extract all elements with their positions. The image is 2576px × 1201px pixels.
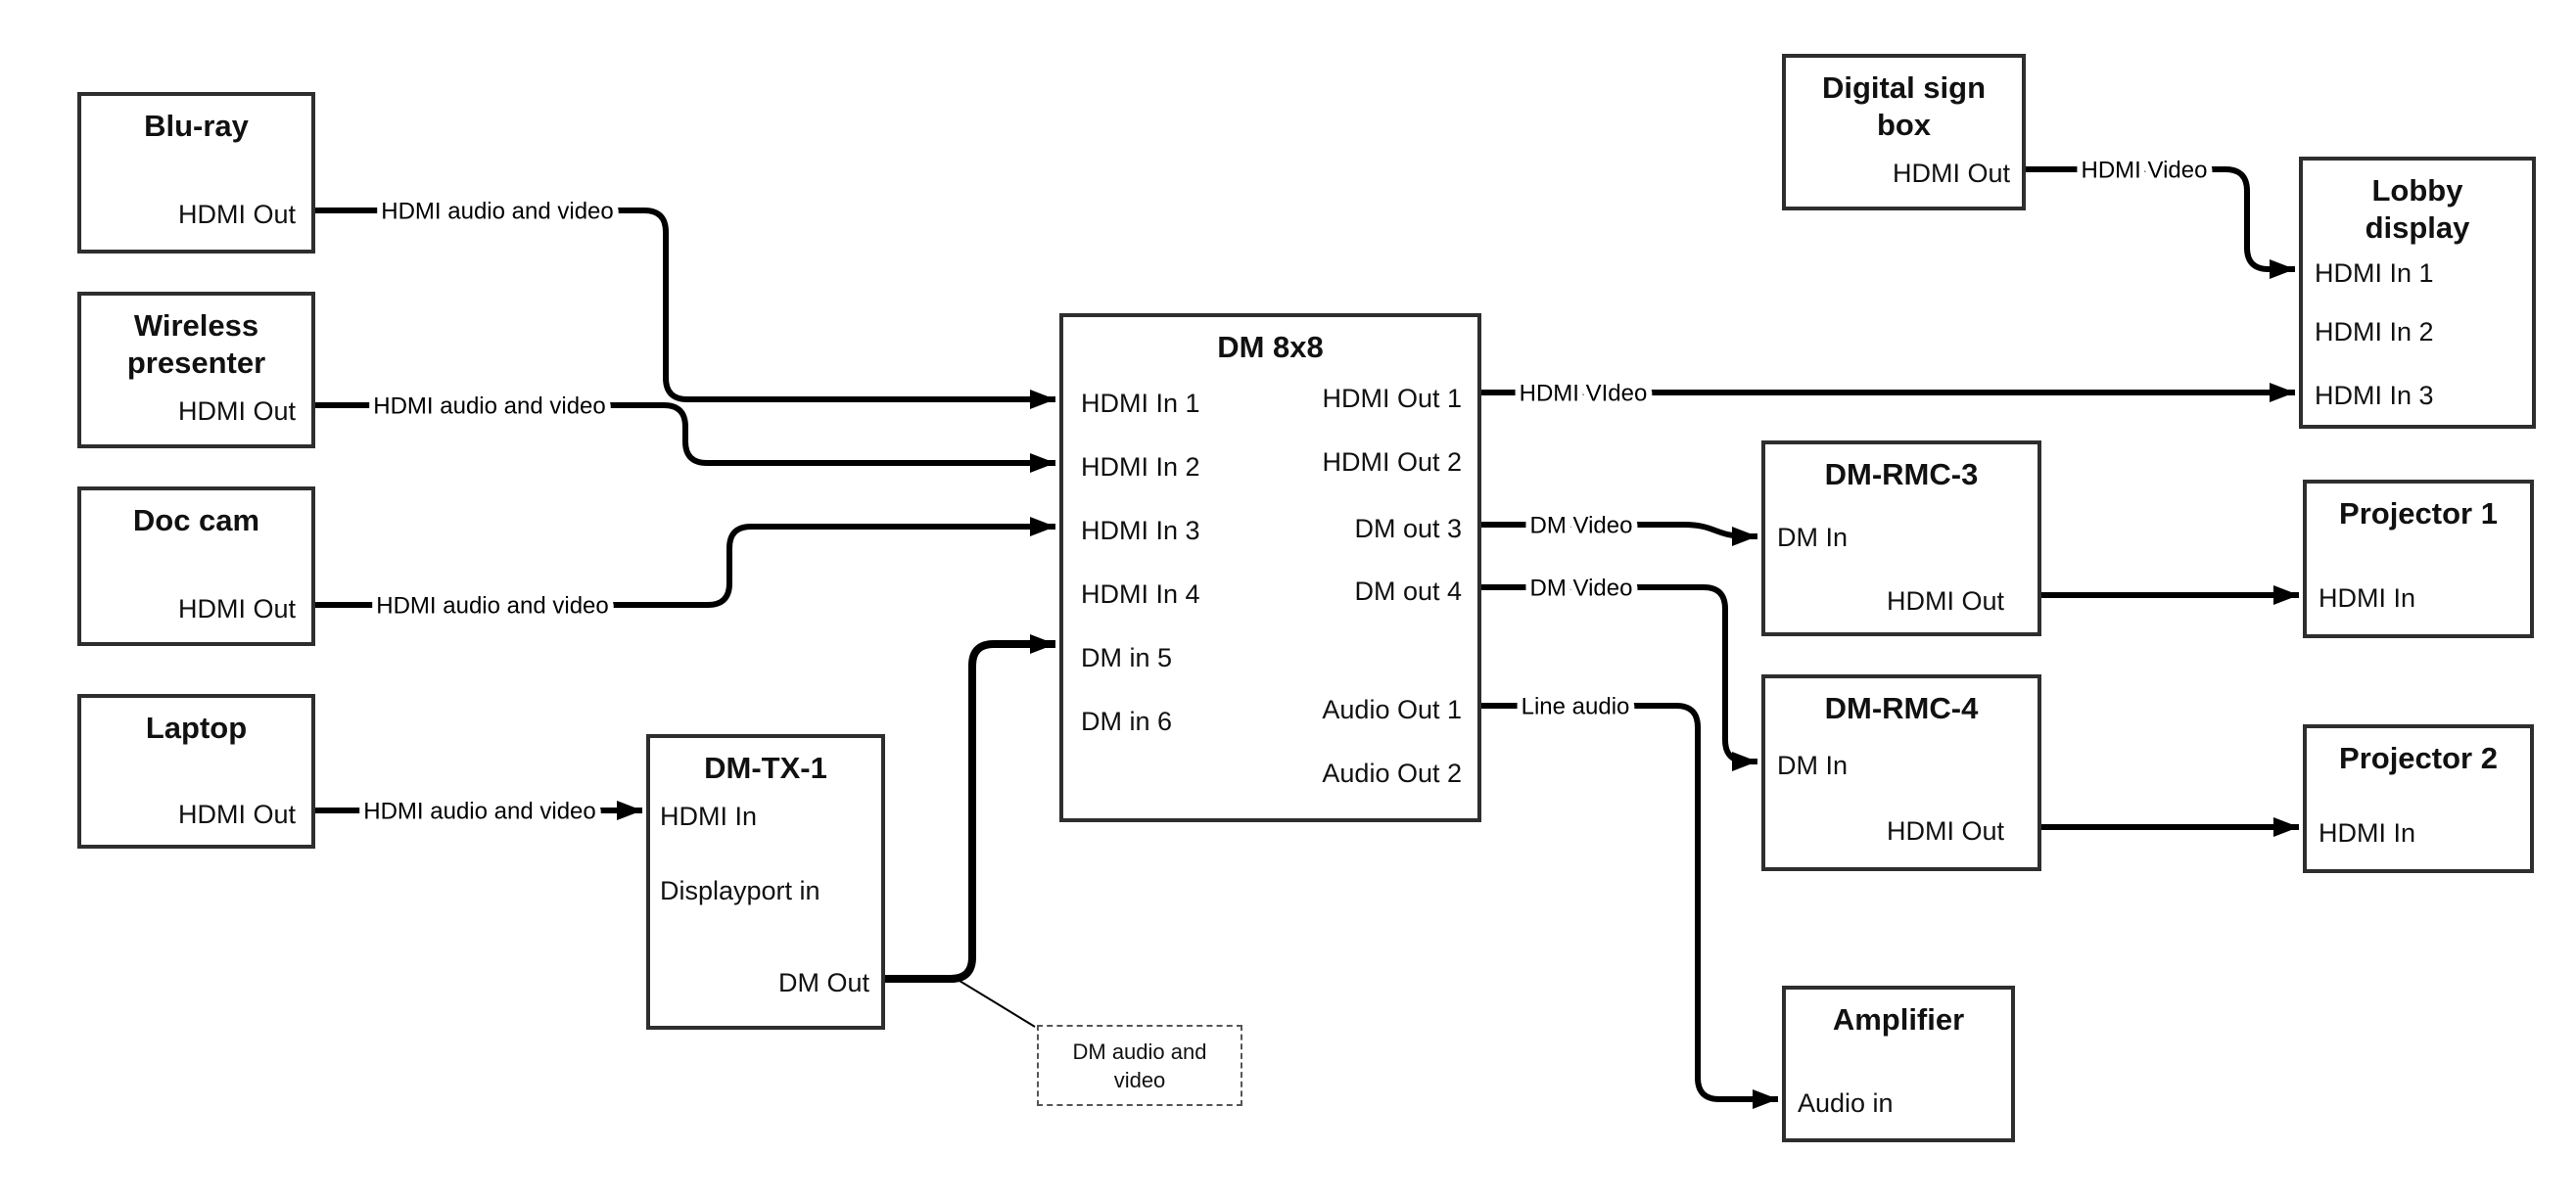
- node-lobby-display: Lobby display HDMI In 1 HDMI In 2 HDMI I…: [2299, 157, 2536, 429]
- edge-wireless-to-dm8x8-in2: [315, 402, 1055, 473]
- edge-label-bluray: HDMI audio and video: [381, 199, 613, 225]
- port-dmtx1-displayport-in: Displayport in: [660, 876, 820, 905]
- port-doc-cam-hdmi-out: HDMI Out: [177, 594, 296, 624]
- port-dm8x8-hdmi-out-1: HDMI Out 1: [1322, 384, 1462, 413]
- edge-label-dm-video-out3: DM Video: [1530, 513, 1633, 539]
- port-digital-sign-hdmi-out: HDMI Out: [1892, 159, 2010, 188]
- node-doc-cam: Doc cam HDMI Out: [77, 486, 315, 646]
- port-rmc4-dm-in: DM In: [1777, 751, 1849, 780]
- edge-label-laptop: HDMI audio and video: [363, 799, 595, 825]
- edge-dmtx1-to-dm8x8-in5: [885, 634, 1055, 983]
- port-dm8x8-hdmi-out-2: HDMI Out 2: [1322, 447, 1462, 477]
- port-amplifier-audio-in: Audio in: [1798, 1088, 1894, 1118]
- edge-label-wireless: HDMI audio and video: [373, 393, 605, 420]
- node-projector-1: Projector 1 HDMI In: [2303, 480, 2534, 638]
- node-wireless-presenter-title: Wireless presenter: [126, 308, 266, 380]
- edge-audioout1-to-amplifier: [1481, 703, 1778, 1109]
- edge-label-doccam: HDMI audio and video: [376, 593, 608, 620]
- node-blu-ray: Blu-ray HDMI Out: [77, 92, 315, 254]
- node-amplifier-title: Amplifier: [1832, 1002, 1965, 1037]
- port-laptop-hdmi-out: HDMI Out: [177, 800, 296, 829]
- node-dm-tx-1-title: DM-TX-1: [704, 751, 827, 785]
- node-dm-rmc-3-title: DM-RMC-3: [1824, 457, 1979, 491]
- port-projector1-hdmi-in: HDMI In: [2318, 583, 2416, 613]
- port-dm8x8-dm-out-4: DM out 4: [1354, 577, 1462, 606]
- port-dm8x8-dm-out-3: DM out 3: [1354, 514, 1462, 543]
- port-dmtx1-dm-out: DM Out: [777, 968, 869, 997]
- edge-bluray-to-dm8x8-in1: [315, 208, 1055, 409]
- edge-digitalsign-to-lobby-in1: [2026, 166, 2295, 279]
- port-dm8x8-hdmi-in-2: HDMI In 2: [1081, 452, 1200, 482]
- node-digital-sign-box-title: Digital sign box: [1821, 70, 1987, 142]
- node-dm-rmc-3: DM-RMC-3 DM In HDMI Out: [1761, 440, 2041, 636]
- node-projector-2: Projector 2 HDMI In: [2303, 724, 2534, 873]
- node-wireless-presenter: Wireless presenter HDMI Out: [77, 292, 315, 448]
- edge-label-hdmi-video-sign: HDMI Video: [2082, 158, 2208, 184]
- node-dm-8x8-title: DM 8x8: [1217, 330, 1324, 364]
- callout-text: DM audio and video: [1072, 1039, 1207, 1092]
- port-dm8x8-dm-in-6: DM in 6: [1081, 707, 1173, 736]
- edge-label-dm-video-out4: DM Video: [1530, 576, 1633, 602]
- node-dm-rmc-4: DM-RMC-4 DM In HDMI Out: [1761, 674, 2041, 871]
- edge-doccam-to-dm8x8-in3: [315, 517, 1055, 608]
- port-rmc4-hdmi-out: HDMI Out: [1886, 816, 2004, 846]
- node-laptop: Laptop HDMI Out: [77, 694, 315, 849]
- port-dm8x8-audio-out-2: Audio Out 2: [1322, 759, 1462, 788]
- node-dm-rmc-4-title: DM-RMC-4: [1824, 691, 1979, 725]
- port-wireless-hdmi-out: HDMI Out: [177, 396, 296, 426]
- port-lobby-hdmi-in-1: HDMI In 1: [2315, 258, 2434, 288]
- node-projector-1-title: Projector 1: [2339, 496, 2498, 531]
- port-lobby-hdmi-in-2: HDMI In 2: [2315, 317, 2434, 346]
- edge-label-line-audio: Line audio: [1522, 694, 1630, 720]
- node-blu-ray-title: Blu-ray: [144, 109, 249, 143]
- node-laptop-title: Laptop: [145, 711, 248, 745]
- port-projector2-hdmi-in: HDMI In: [2318, 818, 2416, 848]
- node-dm-tx-1: DM-TX-1 HDMI In Displayport in DM Out: [646, 734, 885, 1030]
- port-dmtx1-hdmi-in: HDMI In: [660, 802, 758, 831]
- node-doc-cam-title: Doc cam: [132, 503, 260, 537]
- node-dm-8x8: DM 8x8 HDMI In 1 HDMI In 2 HDMI In 3 HDM…: [1059, 313, 1481, 822]
- callout-leader-line: [959, 980, 1036, 1028]
- edge-label-hdmi-video-out1: HDMI VIdeo: [1520, 381, 1648, 407]
- port-dm8x8-audio-out-1: Audio Out 1: [1322, 695, 1462, 724]
- edge-dmout4-to-rmc4: [1481, 584, 1757, 771]
- port-rmc3-dm-in: DM In: [1777, 523, 1849, 552]
- edge-dmout3-to-rmc3: [1481, 522, 1757, 546]
- port-dm8x8-dm-in-5: DM in 5: [1081, 643, 1173, 672]
- node-projector-2-title: Projector 2: [2339, 741, 2498, 775]
- port-dm8x8-hdmi-in-1: HDMI In 1: [1081, 389, 1200, 418]
- port-lobby-hdmi-in-3: HDMI In 3: [2315, 381, 2434, 410]
- node-digital-sign-box: Digital sign box HDMI Out: [1782, 54, 2026, 210]
- port-dm8x8-hdmi-in-4: HDMI In 4: [1081, 579, 1200, 609]
- port-blu-ray-hdmi-out: HDMI Out: [177, 200, 296, 229]
- port-rmc3-hdmi-out: HDMI Out: [1886, 586, 2004, 616]
- port-dm8x8-hdmi-in-3: HDMI In 3: [1081, 516, 1200, 545]
- node-amplifier: Amplifier Audio in: [1782, 986, 2015, 1142]
- node-lobby-display-title: Lobby display: [2365, 173, 2470, 245]
- callout-dm-audio-video: DM audio and video: [1037, 1025, 1242, 1106]
